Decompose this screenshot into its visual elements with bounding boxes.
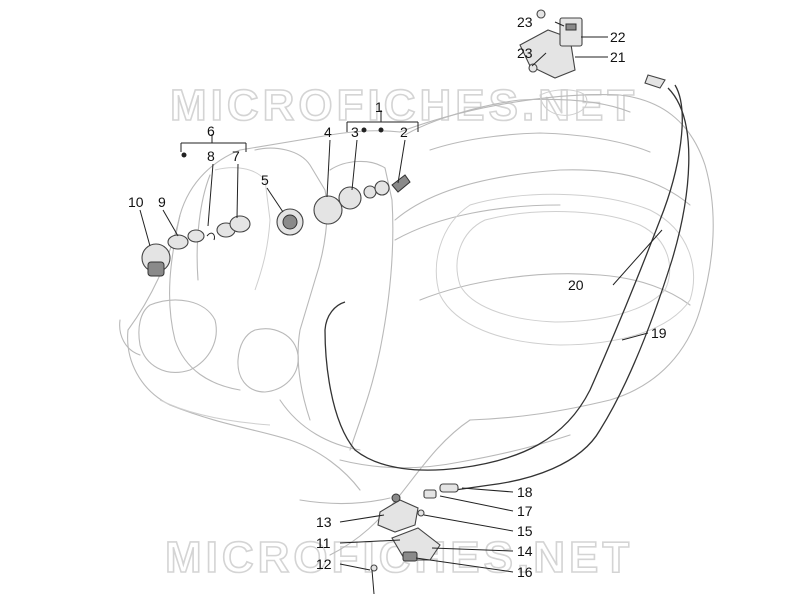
callout-5: 5 [261,172,269,188]
callout-17: 17 [517,503,533,519]
scooter-body-outline [119,89,714,556]
callout-6: 6 [207,123,215,139]
latch-parts [370,483,459,595]
cable-20 [324,84,683,471]
hinge-bracket-parts [519,9,666,89]
callout-labels: 1 2 3 4 5 6 7 8 9 10 11 12 13 14 15 16 1… [128,14,667,580]
seat-release-cables [324,84,690,491]
callout-23-bottom: 23 [517,45,533,61]
callout-16: 16 [517,564,533,580]
group-bracket-6 [180,134,247,158]
callout-22: 22 [610,29,626,45]
callout-21: 21 [610,49,626,65]
callout-11: 11 [316,535,331,551]
callout-18: 18 [517,484,533,500]
callout-13: 13 [316,514,332,530]
callout-1: 1 [375,99,383,115]
callout-4: 4 [324,124,332,140]
callout-19: 19 [651,325,667,341]
callout-15: 15 [517,523,533,539]
callout-7: 7 [232,148,240,164]
callout-9: 9 [158,194,166,210]
callout-2: 2 [400,124,408,140]
callout-20: 20 [568,277,584,293]
callout-3: 3 [351,124,359,140]
callout-12: 12 [316,556,332,572]
group-bracket-1 [346,110,419,133]
callout-8: 8 [207,148,215,164]
callout-23-top: 23 [517,14,533,30]
watermark-top: MICROFICHES.NET [170,81,638,130]
lock-cluster-parts [141,174,411,277]
callout-14: 14 [517,543,533,559]
leader-lines [139,21,663,573]
cable-19 [454,87,690,491]
callout-10: 10 [128,194,144,210]
